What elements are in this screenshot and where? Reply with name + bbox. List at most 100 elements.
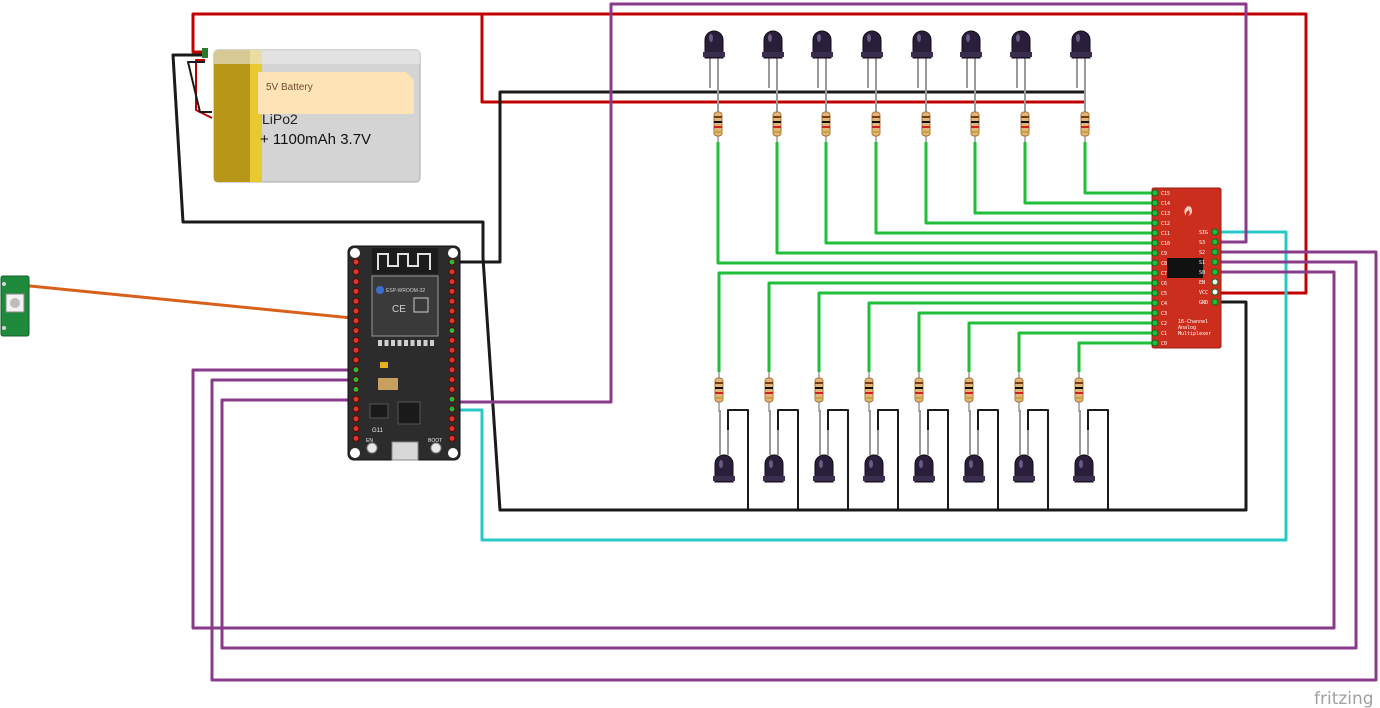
esp32-right-pin[interactable] xyxy=(448,327,456,335)
mux-pin-c2[interactable] xyxy=(1151,319,1159,327)
ir-emitter-6 xyxy=(960,30,982,112)
mux-pin-vcc[interactable] xyxy=(1211,288,1219,296)
mux-pin-label: C10 xyxy=(1161,241,1170,247)
mux-pin-c14[interactable] xyxy=(1151,199,1159,207)
esp32-right-pin[interactable] xyxy=(448,356,456,364)
esp32-left-pin[interactable] xyxy=(352,336,360,344)
esp32-right-pin[interactable] xyxy=(448,385,456,393)
esp32-left-pin[interactable] xyxy=(352,278,360,286)
esp32-right-pin[interactable] xyxy=(448,268,456,276)
esp32-right-pin[interactable] xyxy=(448,287,456,295)
mux-title-1: 16-Channel xyxy=(1178,319,1208,325)
mux-pin-label: C15 xyxy=(1161,191,1170,197)
esp32-left-pin[interactable] xyxy=(352,346,360,354)
ir-receiver-7 xyxy=(1013,410,1035,483)
esp32-right-pin[interactable] xyxy=(448,258,456,266)
receiver-ground-lead-1 xyxy=(727,409,749,510)
esp32-right-pin[interactable] xyxy=(448,307,456,315)
mux-pin-c11[interactable] xyxy=(1151,229,1159,237)
battery-terminal xyxy=(202,48,208,58)
mux-pin-c1[interactable] xyxy=(1151,329,1159,337)
esp32-left-pin[interactable] xyxy=(352,415,360,423)
esp32-right-pin[interactable] xyxy=(448,317,456,325)
control-wires xyxy=(191,2,1378,682)
esp32-left-pin[interactable] xyxy=(352,425,360,433)
esp32-left-pin[interactable] xyxy=(352,287,360,295)
esp32-right-pin[interactable] xyxy=(448,336,456,344)
top-signal-wire-2 xyxy=(775,142,1155,255)
bottom-resistor-7 xyxy=(1014,372,1024,412)
battery: 5V Battery LiPo2 + 1100mAh 3.7V xyxy=(202,48,421,183)
esp32-right-pin[interactable] xyxy=(448,376,456,384)
mux-pin-s2[interactable] xyxy=(1211,248,1219,256)
ir-emitter-1 xyxy=(703,30,725,112)
esp32-left-pin[interactable] xyxy=(352,434,360,442)
s1-wire xyxy=(220,260,1358,650)
mux-pin-c13[interactable] xyxy=(1151,209,1159,217)
mux-pin-c9[interactable] xyxy=(1151,249,1159,257)
top-resistor-4 xyxy=(871,104,881,142)
esp32-right-pin[interactable] xyxy=(448,278,456,286)
ir-emitter-8 xyxy=(1070,30,1092,112)
esp32-left-pin[interactable] xyxy=(352,366,360,374)
top-signal-wire-5 xyxy=(924,142,1155,225)
module-pads xyxy=(378,340,434,346)
ir-emitter-7 xyxy=(1010,30,1032,112)
ir-emitter-3 xyxy=(811,30,833,112)
esp32-left-pin[interactable] xyxy=(352,297,360,305)
mux-pin-s3[interactable] xyxy=(1211,238,1219,246)
mux-pin-c10[interactable] xyxy=(1151,239,1159,247)
mux-pin-c3[interactable] xyxy=(1151,309,1159,317)
esp32-right-pin[interactable] xyxy=(448,415,456,423)
ir-receiver-3 xyxy=(813,410,835,483)
power-wire-top xyxy=(191,12,1308,295)
boot-button[interactable] xyxy=(430,442,442,454)
battery-label: 5V Battery xyxy=(266,82,313,93)
battery-top-edge xyxy=(214,50,420,64)
bottom-resistor-3 xyxy=(814,372,824,412)
esp32-left-pin[interactable] xyxy=(352,258,360,266)
esp32-module-name: ESP-WROOM-32 xyxy=(386,288,425,294)
mux-pin-label: S0 xyxy=(1199,270,1205,276)
sig-wire xyxy=(452,230,1288,542)
en-button[interactable] xyxy=(366,442,378,454)
mux-pin-c4[interactable] xyxy=(1151,299,1159,307)
esp32-left-pin[interactable] xyxy=(352,356,360,364)
fritzing-watermark: fritzing xyxy=(1314,689,1374,708)
esp32-right-pin[interactable] xyxy=(448,346,456,354)
mux-pin-c7[interactable] xyxy=(1151,269,1159,277)
mux-pin-s1[interactable] xyxy=(1211,258,1219,266)
esp32-right-pin[interactable] xyxy=(448,405,456,413)
esp32-left-pin[interactable] xyxy=(352,327,360,335)
esp32-module xyxy=(371,275,439,337)
mux-pin-gnd[interactable] xyxy=(1211,298,1219,306)
esp32-left-pin[interactable] xyxy=(352,395,360,403)
esp32-right-pin[interactable] xyxy=(448,425,456,433)
s0-wire xyxy=(191,270,1336,630)
esp32-left-pin[interactable] xyxy=(352,268,360,276)
mux-pin-c6[interactable] xyxy=(1151,279,1159,287)
mux-pin-c8[interactable] xyxy=(1151,259,1159,267)
esp32-right-pin[interactable] xyxy=(448,366,456,374)
esp32-left-pin[interactable] xyxy=(352,307,360,315)
esp32-left-pin[interactable] xyxy=(352,376,360,384)
esp32-right-pin[interactable] xyxy=(448,297,456,305)
mux-pin-label: SIG xyxy=(1199,230,1208,236)
mux-pin-s0[interactable] xyxy=(1211,268,1219,276)
mux-pin-c15[interactable] xyxy=(1151,189,1159,197)
esp32-right-pin[interactable] xyxy=(448,395,456,403)
mux-pin-c5[interactable] xyxy=(1151,289,1159,297)
mux-pin-c0[interactable] xyxy=(1151,339,1159,347)
mux-pin-label: C3 xyxy=(1161,311,1167,317)
esp32-left-pin[interactable] xyxy=(352,385,360,393)
mux-pin-label: C8 xyxy=(1161,261,1167,267)
mux-pin-label: GND xyxy=(1199,300,1208,306)
mux-pin-sig[interactable] xyxy=(1211,228,1219,236)
mux-pin-en[interactable] xyxy=(1211,278,1219,286)
esp32-left-pin[interactable] xyxy=(352,317,360,325)
ir-receiver-4 xyxy=(863,410,885,483)
bottom-sensor-ground-leads xyxy=(727,409,1109,510)
esp32-right-pin[interactable] xyxy=(448,434,456,442)
esp32-left-pin[interactable] xyxy=(352,405,360,413)
mux-pin-c12[interactable] xyxy=(1151,219,1159,227)
